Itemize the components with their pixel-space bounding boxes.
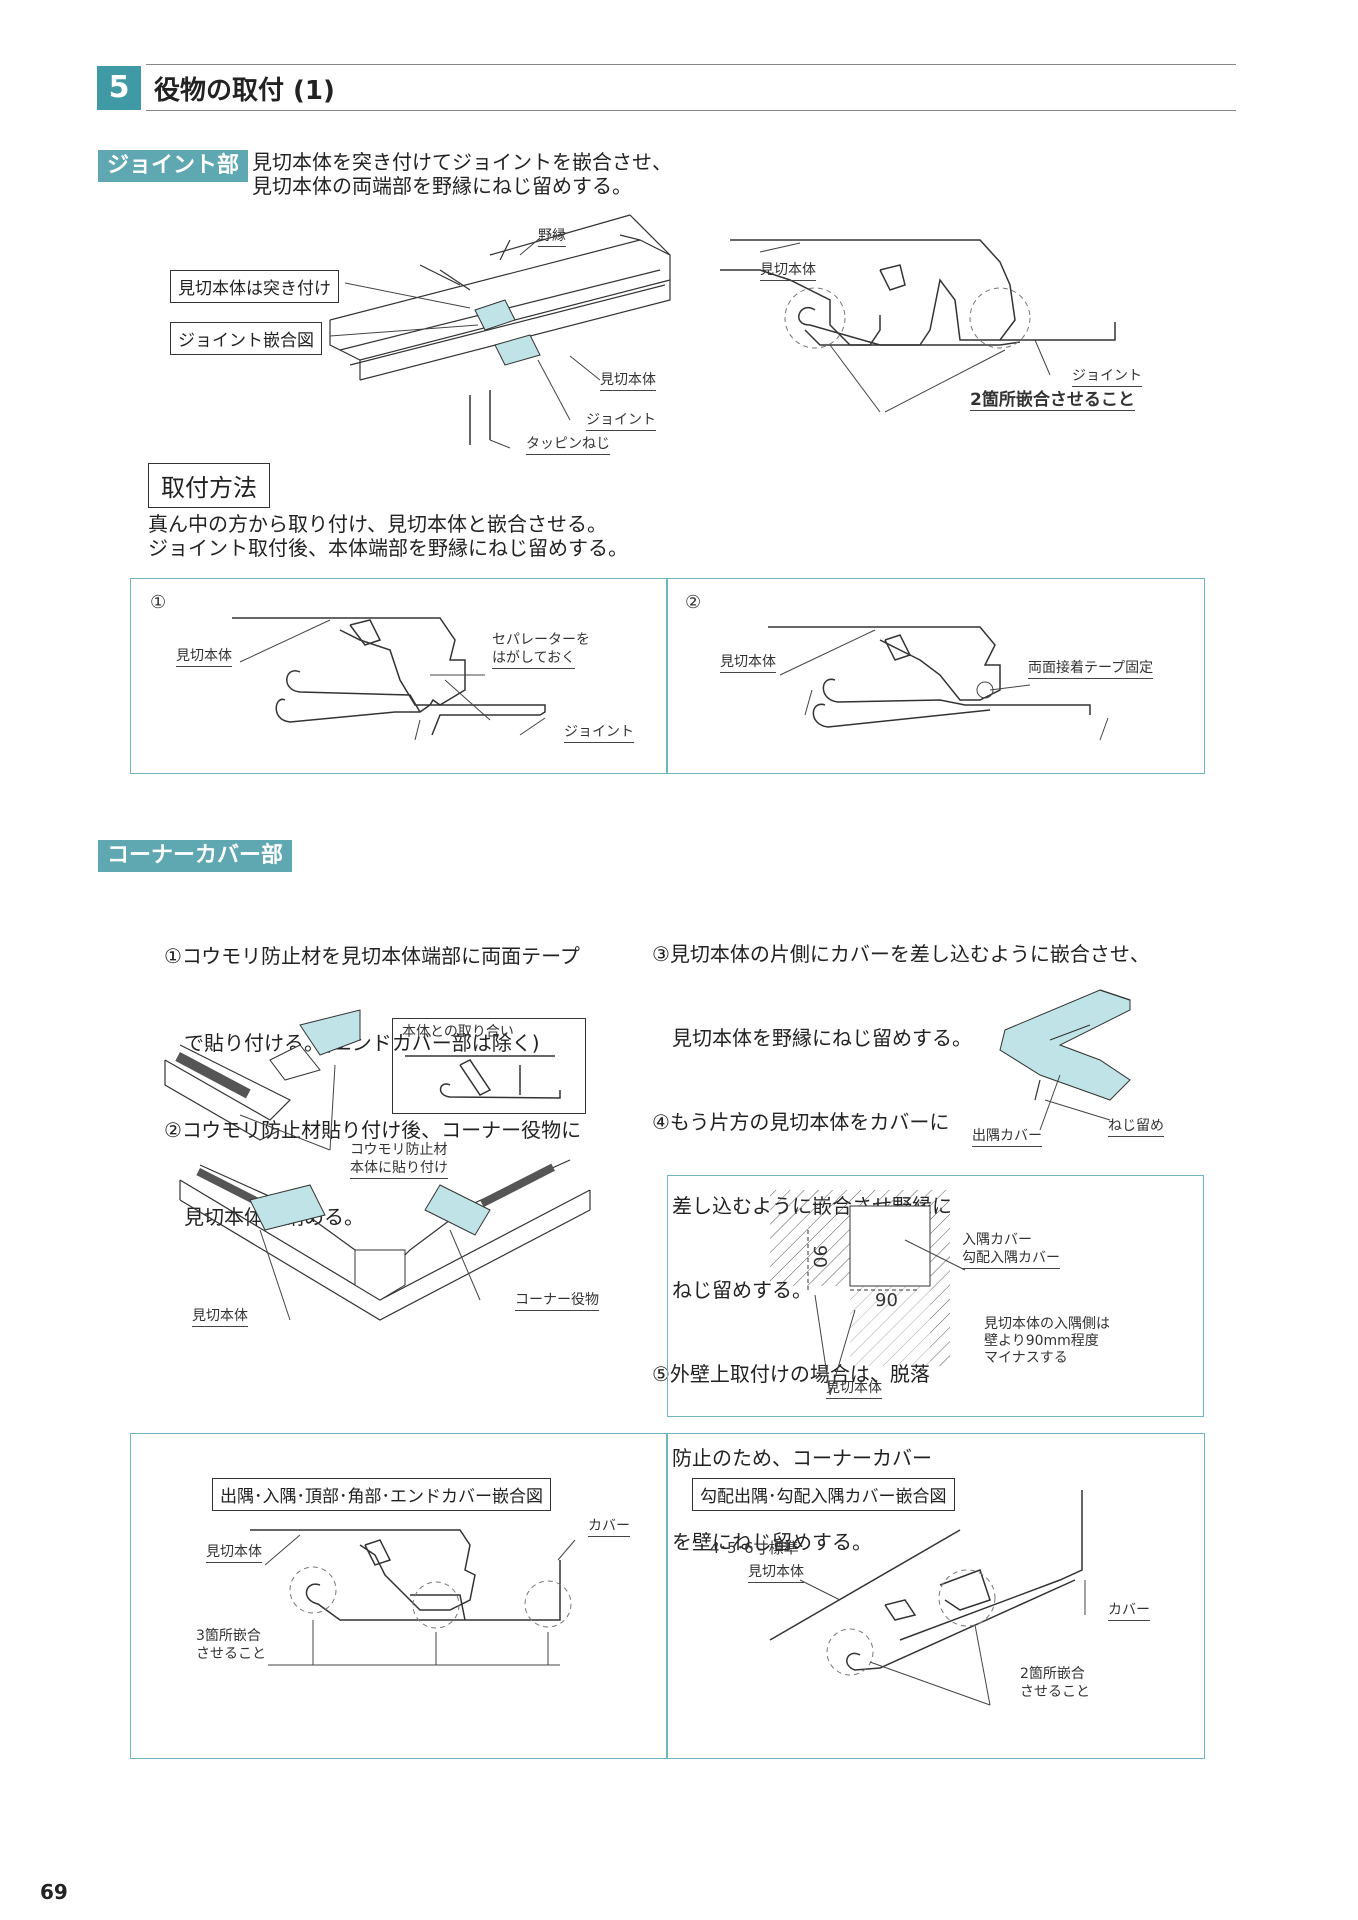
outer-cover-label: 出隅カバー bbox=[972, 1128, 1042, 1147]
left-fit-body: 見切本体 bbox=[206, 1544, 262, 1563]
step1-num: ① bbox=[150, 592, 167, 613]
corner-left-line: ①コウモリ防止材を見切本体端部に両面テープ bbox=[164, 944, 580, 968]
step2-num: ② bbox=[685, 592, 702, 613]
fit-detail-label: 本体との取り合い bbox=[402, 1024, 514, 1040]
plan-dim-horizontal: 90 bbox=[875, 1290, 898, 1311]
corner-left-line: 見切本体を納める。 bbox=[164, 1205, 364, 1229]
butt-label: 見切本体は突き付け bbox=[170, 270, 339, 303]
corner-tag: コーナーカバー部 bbox=[98, 840, 293, 872]
joint-fig-label: ジョイント嵌合図 bbox=[170, 322, 322, 355]
bat-label-1: コウモリ防止材 bbox=[350, 1142, 448, 1158]
step2-body: 見切本体 bbox=[720, 654, 776, 673]
left-fit-cover: カバー bbox=[588, 1518, 630, 1537]
corner-right-line: ⑤外壁上取付けの場合は、脱落 bbox=[652, 1362, 930, 1386]
body-label-2: 見切本体 bbox=[760, 262, 816, 281]
right-fit-standard: 4･5･6寸標準 bbox=[710, 1539, 799, 1557]
corner-left-line: ②コウモリ防止材貼り付け後、コーナー役物に bbox=[164, 1118, 582, 1142]
plan-note-1: 見切本体の入隅側は bbox=[984, 1316, 1110, 1332]
section-number: 5 bbox=[97, 66, 141, 110]
plan-body-label: 見切本体 bbox=[826, 1380, 882, 1399]
joint-tag: ジョイント部 bbox=[98, 150, 249, 182]
body-label-1: 見切本体 bbox=[600, 372, 656, 391]
method-line-2: ジョイント取付後、本体端部を野縁にねじ留めする。 bbox=[148, 536, 628, 560]
method-line-1: 真ん中の方から取り付け、見切本体と嵌合させる。 bbox=[148, 512, 607, 536]
corner-body-label: 見切本体 bbox=[192, 1308, 248, 1327]
section-title: 役物の取付 (1) bbox=[154, 76, 335, 106]
corner-label: コーナー役物 bbox=[515, 1292, 599, 1311]
fit-diagrams-box bbox=[130, 1433, 1205, 1759]
right-fit-note-2: させること bbox=[1020, 1684, 1090, 1700]
right-fit-title: 勾配出隅･勾配入隅カバー嵌合図 bbox=[692, 1478, 955, 1511]
right-fit-note-1: 2箇所嵌合 bbox=[1020, 1666, 1085, 1682]
step1-separator-1: セパレーターを bbox=[492, 632, 590, 648]
screw-fix-label: ねじ留め bbox=[1108, 1118, 1164, 1137]
inner-cover-1: 入隅カバー bbox=[962, 1232, 1032, 1248]
method-title: 取付方法 bbox=[148, 463, 270, 508]
step2-tape: 両面接着テープ固定 bbox=[1028, 660, 1154, 679]
step1-separator-2: はがしておく bbox=[492, 650, 576, 669]
corner-right-line: ④もう片方の見切本体をカバーに bbox=[652, 1110, 950, 1134]
joint-desc-1: 見切本体を突き付けてジョイントを嵌合させ、 bbox=[252, 150, 672, 174]
left-fit-note-2: させること bbox=[196, 1646, 266, 1662]
corner-right-line: 見切本体を野縁にねじ留めする。 bbox=[652, 1026, 972, 1050]
left-fit-title: 出隅･入隅･頂部･角部･エンドカバー嵌合図 bbox=[212, 1478, 551, 1511]
joint-label-2: ジョイント bbox=[1072, 368, 1142, 387]
inner-cover-2: 勾配入隅カバー bbox=[962, 1250, 1060, 1269]
screw-label: タッピンねじ bbox=[526, 436, 610, 455]
left-fit-note-1: 3箇所嵌合 bbox=[196, 1628, 261, 1644]
plan-note-3: マイナスする bbox=[984, 1350, 1068, 1366]
method-steps-box bbox=[130, 578, 1205, 774]
plan-box bbox=[667, 1175, 1204, 1417]
corner-right-line: 防止のため、コーナーカバー bbox=[652, 1446, 932, 1470]
step1-body: 見切本体 bbox=[176, 648, 232, 667]
page-number: 69 bbox=[40, 1880, 68, 1904]
right-fit-body: 見切本体 bbox=[748, 1564, 804, 1583]
plan-dim-vertical: 90 bbox=[808, 1245, 830, 1268]
joint-label-1: ジョイント bbox=[586, 412, 656, 431]
noburi-label: 野縁 bbox=[538, 228, 566, 247]
plan-note-2: 壁より90mm程度 bbox=[984, 1333, 1099, 1349]
bat-label-2: 本体に貼り付け bbox=[350, 1160, 448, 1179]
step1-joint: ジョイント bbox=[564, 724, 634, 743]
joint-desc-2: 見切本体の両端部を野縁にねじ留めする。 bbox=[252, 174, 632, 198]
fit-detail-box bbox=[392, 1018, 586, 1114]
corner-right-line: ③見切本体の片側にカバーを差し込むように嵌合させ、 bbox=[652, 942, 1150, 966]
right-fit-cover: カバー bbox=[1108, 1602, 1150, 1621]
two-fit-note: 2箇所嵌合させること bbox=[970, 390, 1135, 411]
